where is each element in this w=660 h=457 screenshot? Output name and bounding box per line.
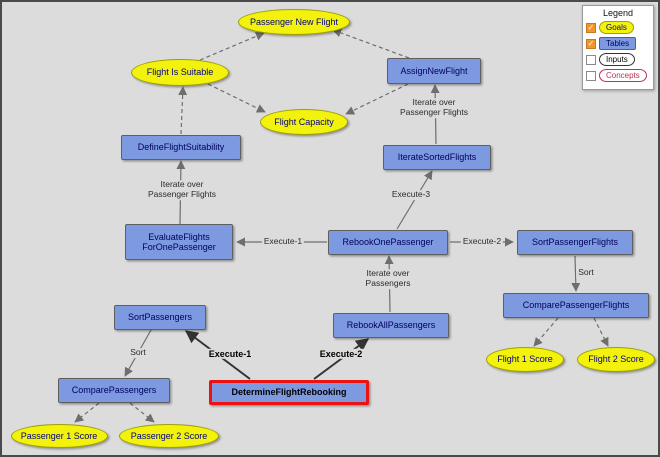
edge-label-rebook-one-passenger-to-iterate-sorted-flights: Execute-3 xyxy=(389,189,433,200)
edge-assign-new-flight-to-flight-capacity xyxy=(345,83,409,115)
edge-rebook-one-passenger-to-iterate-sorted-flights xyxy=(396,170,433,230)
edge-label-iterate-sorted-flights-to-assign-new-flight: Iterate over Passenger Flights xyxy=(397,97,471,118)
edge-label-sort-passenger-flights-to-compare-passenger-flights: Sort xyxy=(576,267,596,278)
flight-capacity-node[interactable]: Flight Capacity xyxy=(260,109,348,135)
rebook-all-passengers-node[interactable]: RebookAllPassengers xyxy=(333,312,449,338)
legend-item-tables: ✓Tables xyxy=(586,37,650,50)
edge-label-determine-flight-rebooking-to-rebook-all-passengers: Execute-2 xyxy=(317,348,365,360)
evaluate-flights-for-one-passenger-node[interactable]: EvaluateFlights ForOnePassenger xyxy=(125,224,233,260)
legend-item-goals: ✓Goals xyxy=(586,21,650,34)
compare-passenger-flights-node[interactable]: ComparePassengerFlights xyxy=(503,292,649,318)
edge-flight-is-suitable-to-flight-capacity xyxy=(207,83,266,113)
legend-swatch-tables: Tables xyxy=(599,37,637,50)
legend-checkbox-concepts[interactable] xyxy=(586,70,596,81)
edge-define-flight-suitability-to-flight-is-suitable xyxy=(178,86,188,135)
edge-compare-passengers-to-passenger-1-score xyxy=(74,402,100,423)
edge-compare-passenger-flights-to-flight-2-score xyxy=(593,317,609,347)
edge-label-determine-flight-rebooking-to-sort-passengers: Execute-1 xyxy=(206,348,254,360)
flight-2-score-node[interactable]: Flight 2 Score xyxy=(577,346,655,372)
edge-flight-is-suitable-to-passenger-new-flight xyxy=(199,32,265,61)
edge-label-sort-passengers-to-compare-passengers: Sort xyxy=(128,347,148,358)
flight-1-score-node[interactable]: Flight 1 Score xyxy=(486,346,564,372)
legend-checkbox-goals[interactable]: ✓ xyxy=(586,22,596,33)
rebook-one-passenger-node[interactable]: RebookOnePassenger xyxy=(328,229,448,255)
flight-is-suitable-node[interactable]: Flight Is Suitable xyxy=(131,58,229,86)
assign-new-flight-node[interactable]: AssignNewFlight xyxy=(387,58,481,84)
edge-assign-new-flight-to-passenger-new-flight xyxy=(332,28,410,59)
sort-passengers-node[interactable]: SortPassengers xyxy=(114,304,206,330)
legend-swatch-inputs: Inputs xyxy=(599,53,635,66)
legend-swatch-goals: Goals xyxy=(599,21,634,34)
passenger-new-flight-node[interactable]: Passenger New Flight xyxy=(238,9,350,35)
passenger-1-score-node[interactable]: Passenger 1 Score xyxy=(10,424,108,448)
legend-checkbox-inputs[interactable] xyxy=(586,54,596,65)
sort-passenger-flights-node[interactable]: SortPassengerFlights xyxy=(517,229,633,255)
passenger-2-score-node[interactable]: Passenger 2 Score xyxy=(119,424,219,448)
legend-swatch-concepts: Concepts xyxy=(599,69,647,82)
edge-label-rebook-one-passenger-to-sort-passenger-flights: Execute-2 xyxy=(460,236,504,247)
compare-passengers-node[interactable]: ComparePassengers xyxy=(58,377,170,403)
edge-sort-passenger-flights-to-compare-passenger-flights xyxy=(571,255,581,292)
determine-flight-rebooking-node[interactable]: DetermineFlightRebooking xyxy=(209,379,369,405)
legend-title: Legend xyxy=(602,8,634,18)
legend-item-concepts: Concepts xyxy=(586,69,650,82)
define-flight-suitability-node[interactable]: DefineFlightSuitability xyxy=(121,134,241,160)
iterate-sorted-flights-node[interactable]: IterateSortedFlights xyxy=(383,144,491,170)
edge-compare-passenger-flights-to-flight-1-score xyxy=(533,317,559,347)
edge-label-rebook-one-passenger-to-evaluate-flights-for-one-passenger: Execute-1 xyxy=(261,236,305,247)
edge-label-rebook-all-passengers-to-rebook-one-passenger: Iterate over Passengers xyxy=(363,268,413,289)
edge-label-evaluate-flights-for-one-passenger-to-define-flight-suitability: Iterate over Passenger Flights xyxy=(145,179,219,200)
legend-item-inputs: Inputs xyxy=(586,53,650,66)
legend-checkbox-tables[interactable]: ✓ xyxy=(586,38,596,49)
edge-compare-passengers-to-passenger-2-score xyxy=(129,402,155,423)
